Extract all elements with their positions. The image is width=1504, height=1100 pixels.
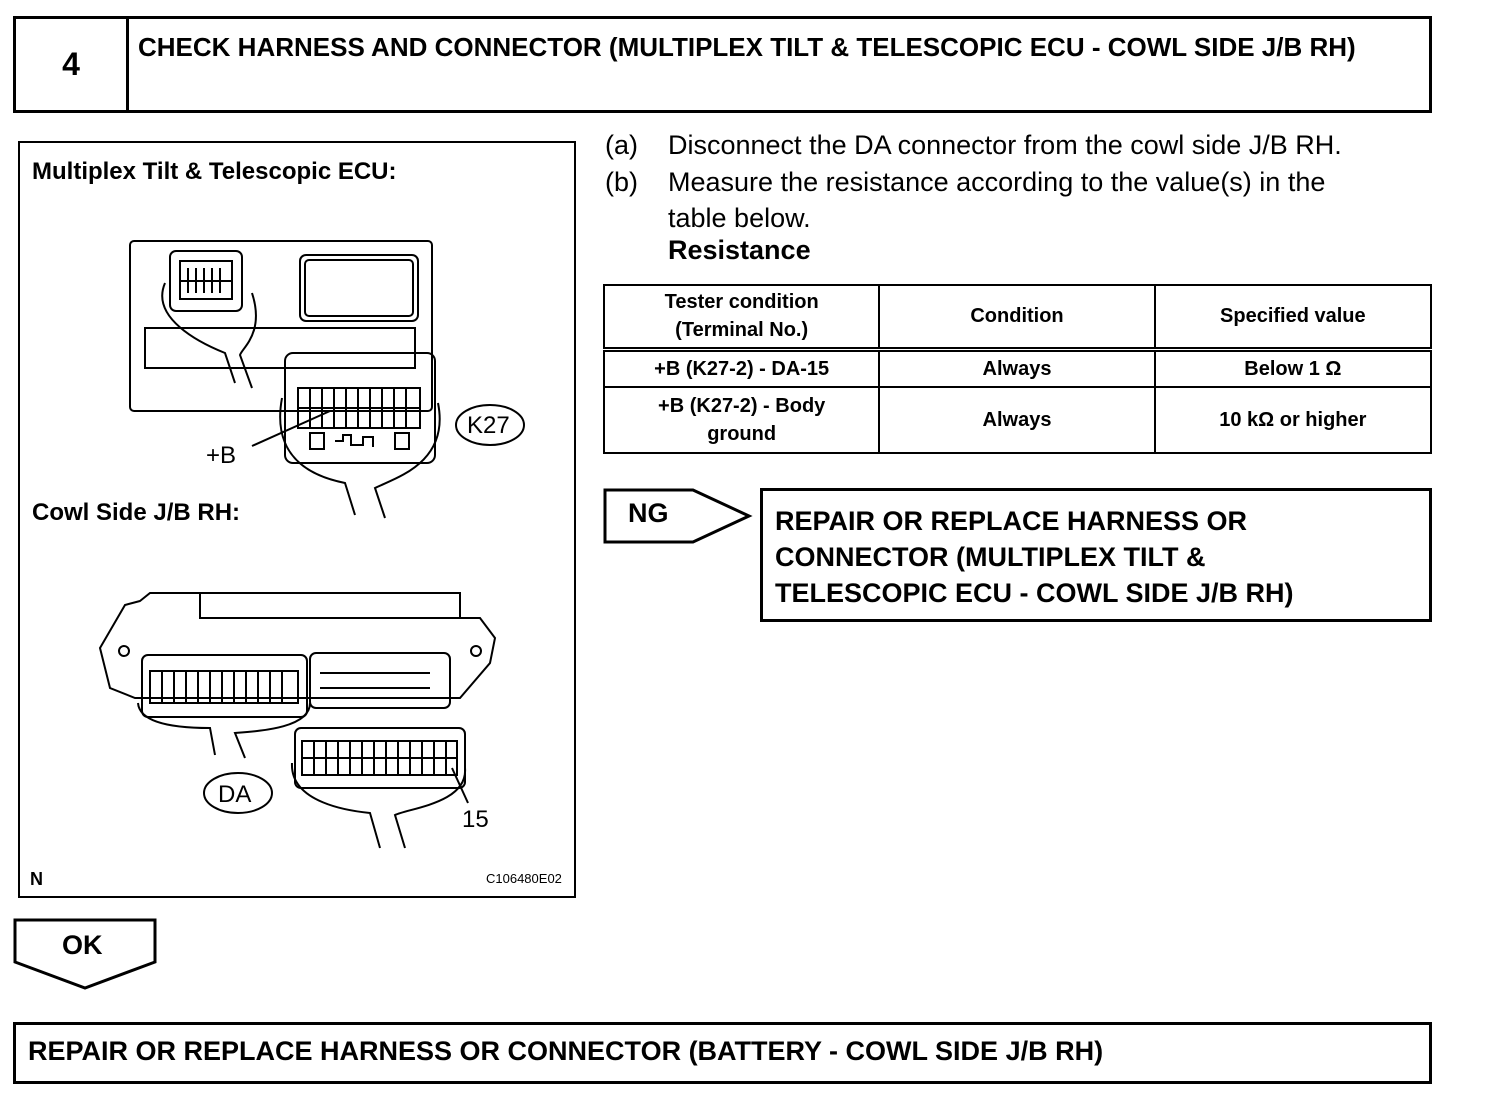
k27-callout: K27	[467, 412, 510, 439]
ecu-label: Multiplex Tilt & Telescopic ECU:	[32, 158, 397, 185]
ng-line-1: REPAIR OR REPLACE HARNESS OR	[775, 506, 1248, 536]
instruction-a: (a) Disconnect the DA connector from the…	[605, 127, 1445, 163]
da-callout: DA	[218, 781, 251, 808]
connector-illustration: Multiplex Tilt & Telescopic ECU: Cowl Si…	[30, 158, 562, 889]
cell-value: Below 1 Ω	[1153, 348, 1433, 388]
corner-n-label: N	[30, 869, 43, 889]
header-tester-condition: Tester condition (Terminal No.)	[602, 284, 881, 352]
header-condition: Condition	[878, 284, 1156, 352]
ng-line-2: CONNECTOR (MULTIPLEX TILT &	[775, 542, 1206, 572]
ecu-drawing	[129, 240, 525, 519]
cell-terminal: +B (K27-2) - Body ground	[602, 386, 881, 454]
step-header: 4 CHECK HARNESS AND CONNECTOR (MULTIPLEX…	[13, 16, 1432, 113]
instruction-a-text: Disconnect the DA connector from the cow…	[668, 130, 1342, 160]
instruction-b-text-2: table below.	[668, 203, 811, 233]
jb-label: Cowl Side J/B RH:	[32, 499, 240, 526]
header-tester-line2: (Terminal No.)	[675, 319, 809, 342]
cell-value: 10 kΩ or higher	[1153, 386, 1433, 454]
ok-result-box: REPAIR OR REPLACE HARNESS OR CONNECTOR (…	[13, 1022, 1432, 1084]
table-header-row: Tester condition (Terminal No.) Conditio…	[602, 284, 1433, 352]
figure-code: C106480E02	[486, 871, 562, 886]
step-number: 4	[16, 19, 129, 110]
ng-result-box: REPAIR OR REPLACE HARNESS OR CONNECTOR (…	[760, 488, 1432, 622]
ok-arrow-icon	[13, 918, 157, 990]
instruction-b-tag: (b)	[605, 167, 638, 197]
plus-b-callout: +B	[206, 442, 236, 469]
cell-condition: Always	[878, 386, 1156, 454]
ng-label: NG	[628, 498, 669, 528]
instruction-b-text-1: Measure the resistance according to the …	[668, 167, 1326, 197]
instruction-b: (b) Measure the resistance according to …	[605, 164, 1445, 236]
cell-terminal-line1: +B (K27-2) - Body	[658, 395, 826, 417]
instruction-a-tag: (a)	[605, 130, 638, 160]
resistance-table: Tester condition (Terminal No.) Conditio…	[602, 284, 1433, 454]
header-tester-line1: Tester condition	[664, 291, 819, 314]
ng-result-text: REPAIR OR REPLACE HARNESS OR CONNECTOR (…	[775, 503, 1415, 611]
ng-arrow-icon	[603, 488, 753, 544]
wiring-figure: Multiplex Tilt & Telescopic ECU: Cowl Si…	[18, 141, 576, 898]
resistance-heading: Resistance	[668, 235, 811, 265]
pin-15-callout: 15	[462, 806, 489, 833]
ok-result-text: REPAIR OR REPLACE HARNESS OR CONNECTOR (…	[28, 1036, 1104, 1066]
ok-label: OK	[62, 930, 103, 960]
step-title: CHECK HARNESS AND CONNECTOR (MULTIPLEX T…	[138, 32, 1356, 62]
ng-line-3: TELESCOPIC ECU - COWL SIDE J/B RH)	[775, 578, 1294, 608]
cell-terminal: +B (K27-2) - DA-15	[602, 348, 881, 388]
cell-terminal-line2: ground	[707, 423, 777, 445]
header-specified-value: Specified value	[1153, 284, 1433, 352]
table-row: +B (K27-2) - DA-15 Always Below 1 Ω	[602, 348, 1433, 388]
cell-condition: Always	[878, 348, 1156, 388]
jb-drawing	[98, 592, 497, 849]
table-row: +B (K27-2) - Body ground Always 10 kΩ or…	[602, 386, 1433, 454]
